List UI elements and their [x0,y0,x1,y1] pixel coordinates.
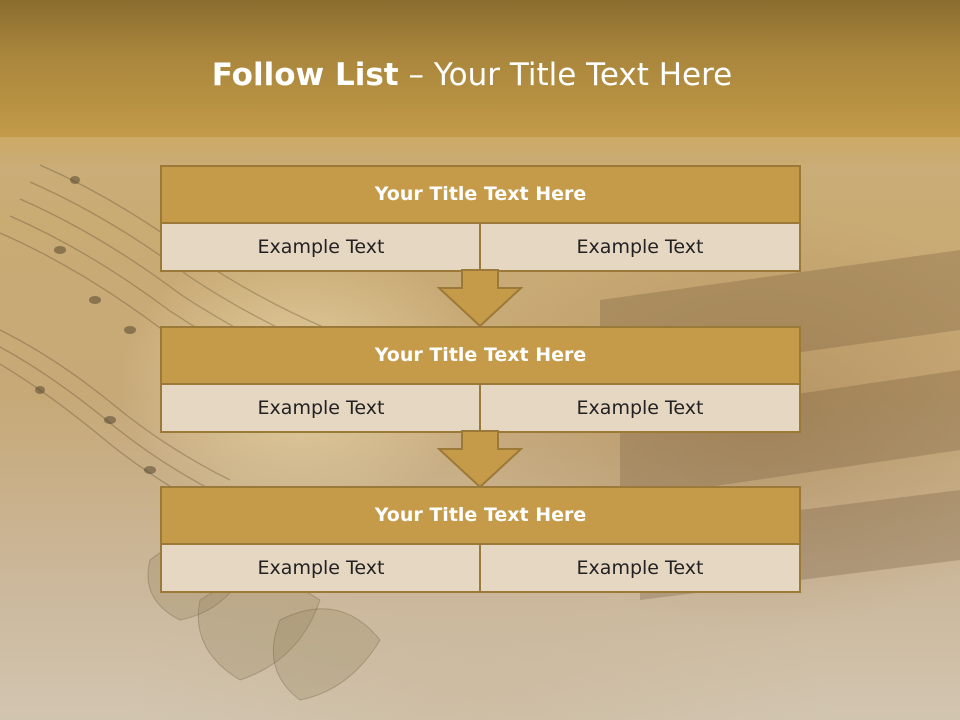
title-bold-part: Follow List [211,57,399,93]
down-arrow-icon [437,269,523,328]
block-cell-left: Example Text [160,543,482,593]
block-cell-right: Example Text [479,543,801,593]
block-cell-left: Example Text [160,383,482,433]
header-band [0,0,960,137]
slide-title: Follow List – Your Title Text Here [0,52,944,98]
block-title: Your Title Text Here [160,326,801,385]
block-cell-left: Example Text [160,222,482,272]
header-sub-band [0,137,960,165]
block-cell-right: Example Text [479,383,801,433]
list-block-3: Your Title Text Here Example Text Exampl… [160,486,801,593]
list-block-2: Your Title Text Here Example Text Exampl… [160,326,801,433]
block-cell-right: Example Text [479,222,801,272]
down-arrow-icon [437,430,523,489]
list-block-1: Your Title Text Here Example Text Exampl… [160,165,801,272]
title-rest-part: – Your Title Text Here [408,57,733,93]
block-title: Your Title Text Here [160,165,801,224]
block-title: Your Title Text Here [160,486,801,545]
